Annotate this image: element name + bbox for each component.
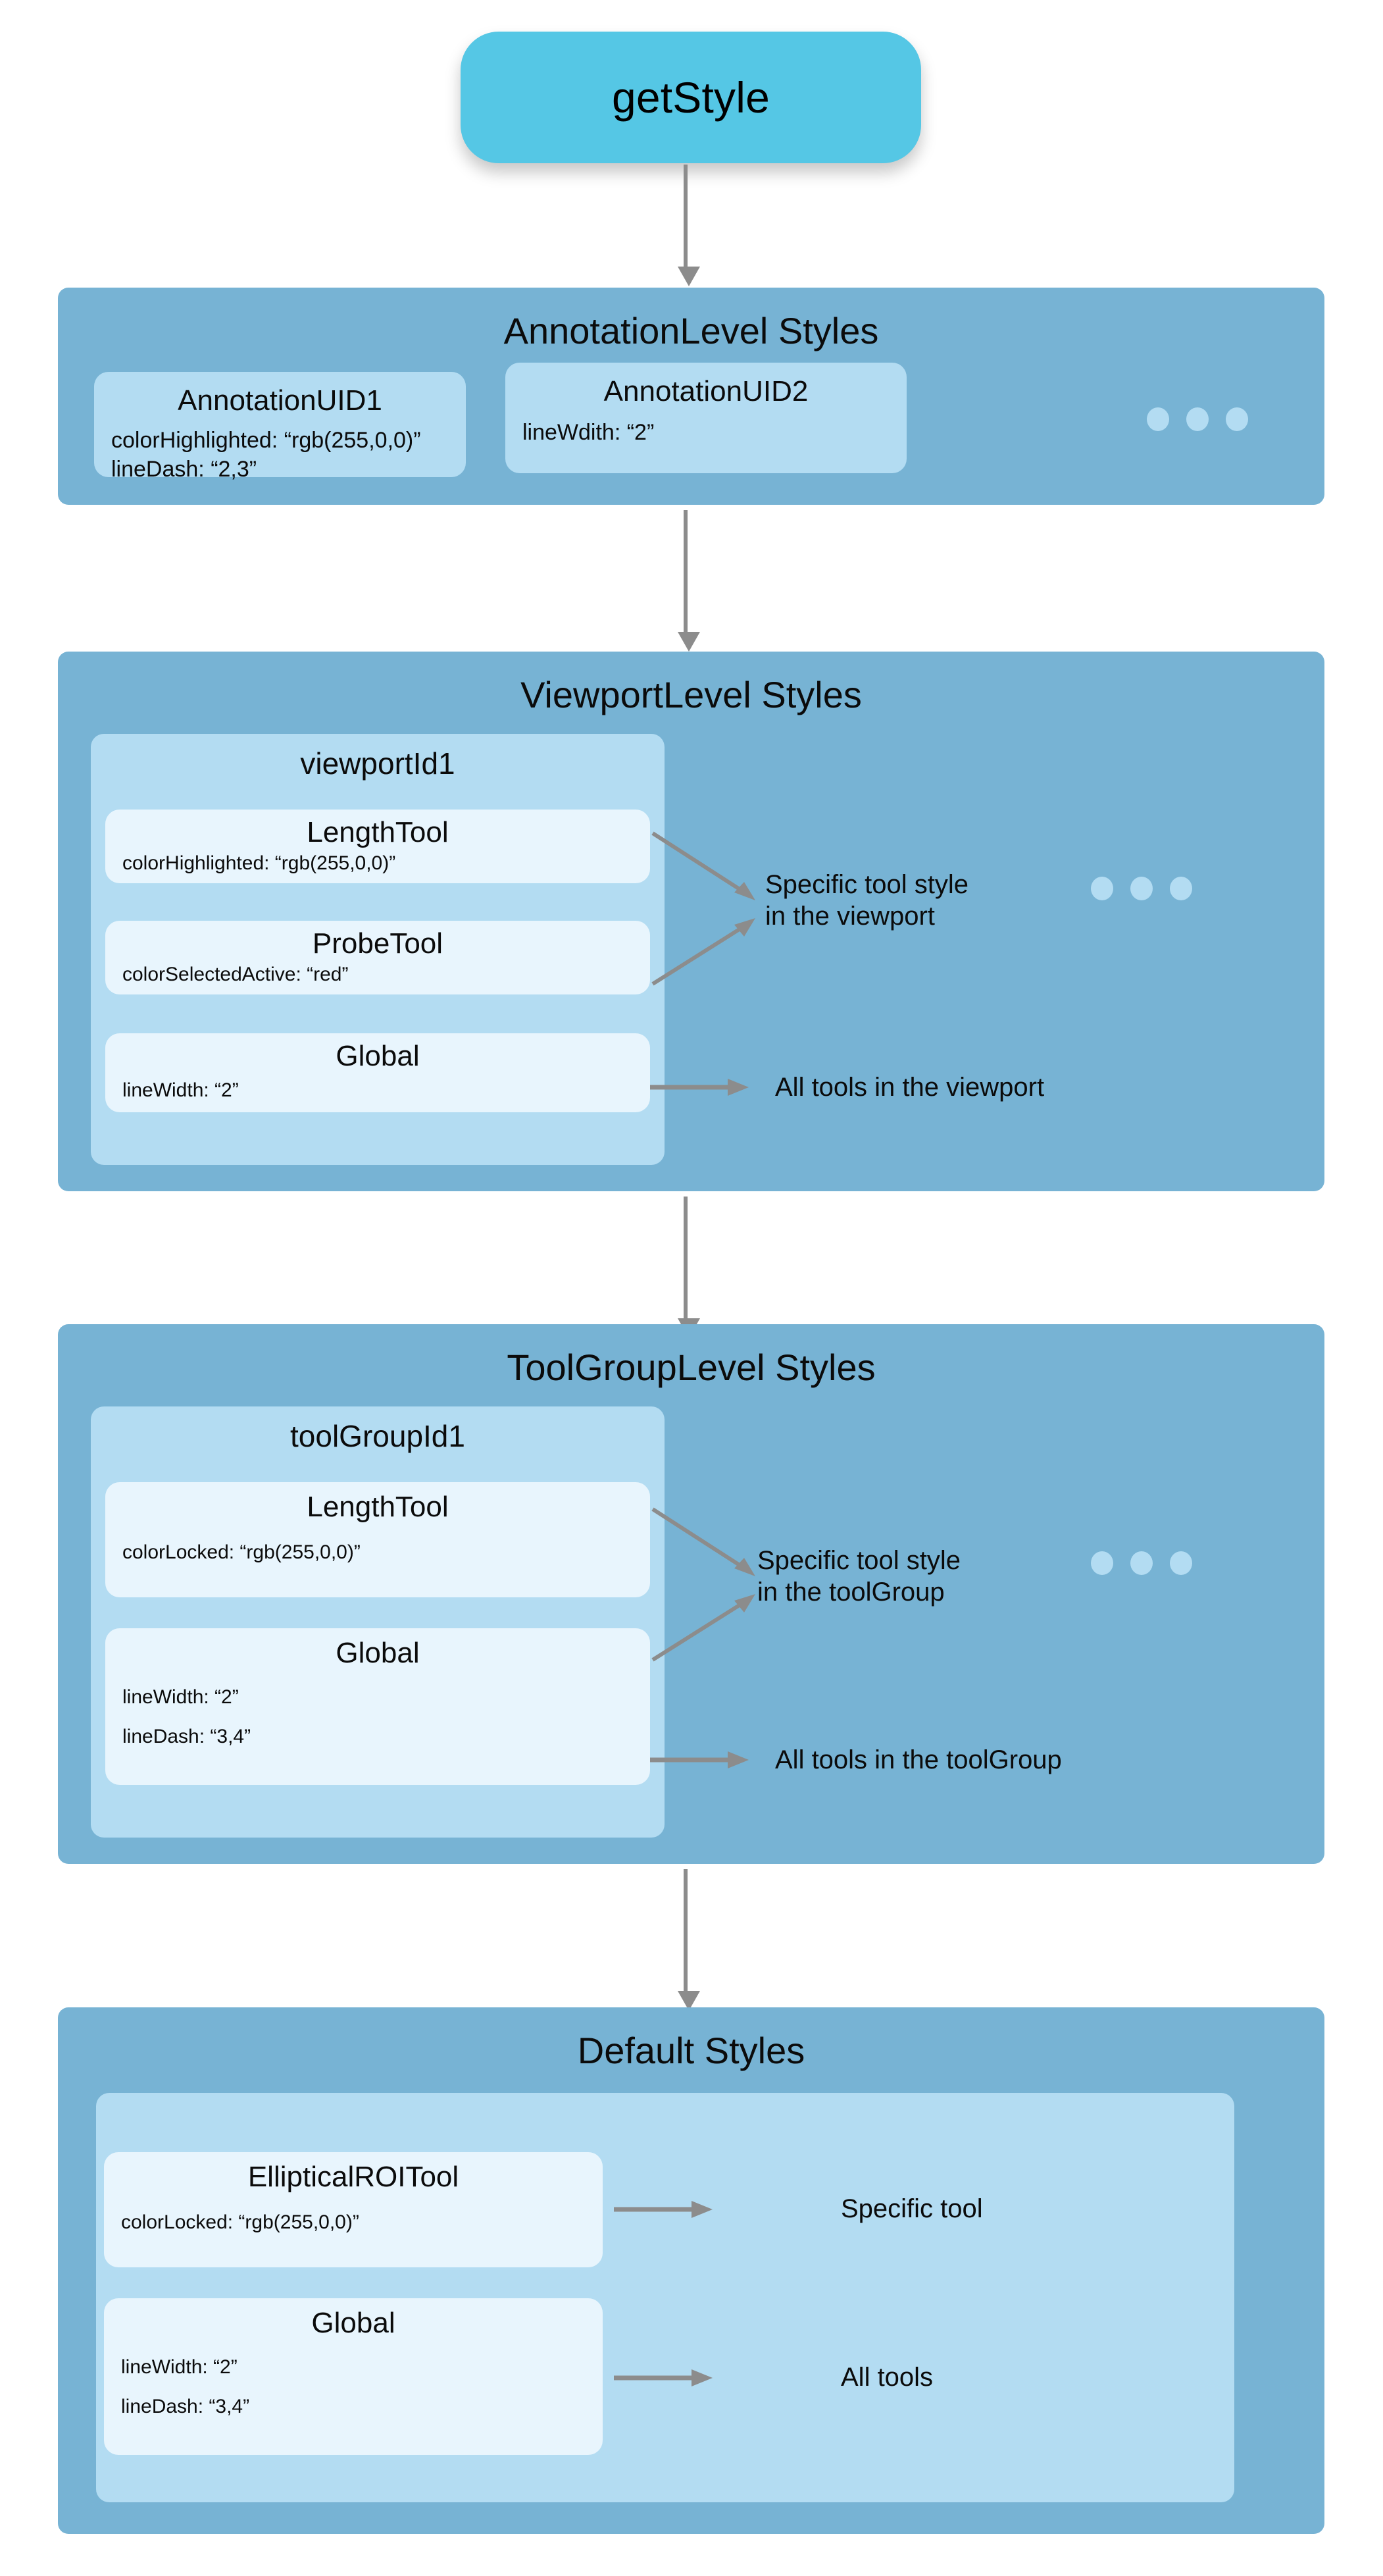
dot-icon bbox=[1170, 877, 1192, 900]
connector-arrow-1 bbox=[678, 165, 700, 286]
card-viewport-lengthtool[interactable]: LengthTool colorHighlighted: “rgb(255,0,… bbox=[105, 810, 650, 883]
side-arrow-viewport-global bbox=[650, 1076, 768, 1098]
dot-icon bbox=[1091, 1551, 1113, 1575]
dot-icon bbox=[1226, 407, 1248, 431]
card-title-global: Global bbox=[336, 1040, 420, 1072]
side-arrow-default-specific bbox=[614, 2198, 732, 2221]
group-title-viewportid1: viewportId1 bbox=[300, 746, 455, 781]
card-prop-colorhighlighted: colorHighlighted: “rgb(255,0,0)” bbox=[111, 428, 421, 453]
card-title-probetool: ProbeTool bbox=[312, 927, 443, 960]
ellipsis-dots-annotation-level bbox=[1147, 407, 1248, 431]
side-arrow-toolgroup-specific-lower bbox=[650, 1587, 775, 1666]
panel-annotation-level: AnnotationLevel Styles AnnotationUID1 co… bbox=[58, 288, 1324, 505]
group-viewportid1[interactable]: viewportId1 LengthTool colorHighlighted:… bbox=[91, 734, 665, 1165]
card-title-lengthtool: LengthTool bbox=[307, 816, 449, 848]
panel-title-toolgroup-level: ToolGroupLevel Styles bbox=[507, 1347, 876, 1388]
note-default-all-tools: All tools bbox=[841, 2363, 934, 2392]
card-prop-linedash: lineDash: “2,3” bbox=[111, 457, 257, 482]
card-prop-linewidth: lineWidth: “2” bbox=[122, 1079, 239, 1101]
note-toolgroup-all-tools: All tools in the toolGroup bbox=[775, 1745, 1062, 1774]
card-prop-linewidth: lineWidth: “2” bbox=[121, 2356, 238, 2378]
card-title-global: Global bbox=[336, 1637, 420, 1669]
card-prop-linewidth: lineWidth: “2” bbox=[122, 1686, 239, 1708]
card-prop-linedash: lineDash: “3,4” bbox=[122, 1726, 251, 1747]
group-title-toolgroupid1: toolGroupId1 bbox=[290, 1419, 465, 1453]
card-toolgroup-global[interactable]: Global lineWidth: “2” lineDash: “3,4” bbox=[105, 1628, 650, 1785]
card-default-ellipticalroitool[interactable]: EllipticalROITool colorLocked: “rgb(255,… bbox=[104, 2152, 603, 2267]
card-prop-colorhighlighted: colorHighlighted: “rgb(255,0,0)” bbox=[122, 852, 396, 874]
card-viewport-global[interactable]: Global lineWidth: “2” bbox=[105, 1033, 650, 1112]
getstyle-label: getStyle bbox=[611, 73, 770, 122]
dot-icon bbox=[1091, 877, 1113, 900]
panel-viewport-level: ViewportLevel Styles viewportId1 LengthT… bbox=[58, 652, 1324, 1191]
dot-icon bbox=[1147, 407, 1169, 431]
card-title-global: Global bbox=[311, 2307, 395, 2339]
card-prop-colorselectedactive: colorSelectedActive: “red” bbox=[122, 964, 349, 985]
note-viewport-specific-tool: Specific tool style in the viewport bbox=[765, 870, 969, 931]
card-title-ellipticalroitool: EllipticalROITool bbox=[247, 2161, 459, 2193]
connector-arrow-4 bbox=[678, 1869, 700, 2011]
dot-icon bbox=[1130, 1551, 1153, 1575]
card-prop-colorlocked: colorLocked: “rgb(255,0,0)” bbox=[121, 2211, 359, 2233]
card-default-global[interactable]: Global lineWidth: “2” lineDash: “3,4” bbox=[104, 2298, 603, 2455]
dot-icon bbox=[1130, 877, 1153, 900]
card-viewport-probetool[interactable]: ProbeTool colorSelectedActive: “red” bbox=[105, 921, 650, 994]
side-arrow-default-global bbox=[614, 2367, 732, 2389]
panel-title-annotation-level: AnnotationLevel Styles bbox=[503, 310, 879, 351]
group-default[interactable]: EllipticalROITool colorLocked: “rgb(255,… bbox=[96, 2093, 1234, 2502]
card-prop-linedash: lineDash: “3,4” bbox=[121, 2396, 250, 2417]
card-title-annotationuid1: AnnotationUID1 bbox=[178, 384, 382, 417]
side-arrow-viewport-specific-upper bbox=[650, 829, 775, 908]
note-toolgroup-specific-tool: Specific tool style in the toolGroup bbox=[757, 1546, 961, 1607]
panel-toolgroup-level: ToolGroupLevel Styles toolGroupId1 Lengt… bbox=[58, 1324, 1324, 1864]
connector-arrow-2 bbox=[678, 510, 700, 652]
card-prop-linewdith: lineWdith: “2” bbox=[522, 420, 655, 445]
card-toolgroup-lengthtool[interactable]: LengthTool colorLocked: “rgb(255,0,0)” bbox=[105, 1482, 650, 1597]
card-title-annotationuid2: AnnotationUID2 bbox=[603, 375, 809, 407]
note-default-specific-tool: Specific tool bbox=[841, 2194, 983, 2223]
ellipsis-dots-viewport-level bbox=[1091, 877, 1192, 900]
side-arrow-toolgroup-specific-upper bbox=[650, 1505, 775, 1584]
note-viewport-all-tools: All tools in the viewport bbox=[775, 1073, 1045, 1102]
getstyle-node[interactable]: getStyle bbox=[461, 32, 921, 163]
card-prop-colorlocked: colorLocked: “rgb(255,0,0)” bbox=[122, 1541, 361, 1563]
group-toolgroupid1[interactable]: toolGroupId1 LengthTool colorLocked: “rg… bbox=[91, 1406, 665, 1838]
panel-title-default-level: Default Styles bbox=[577, 2030, 805, 2071]
connector-arrow-3 bbox=[678, 1197, 700, 1338]
side-arrow-viewport-specific-lower bbox=[650, 912, 775, 991]
card-annotationuid2[interactable]: AnnotationUID2 lineWdith: “2” bbox=[505, 363, 907, 473]
dot-icon bbox=[1186, 407, 1209, 431]
side-arrow-toolgroup-global bbox=[650, 1749, 768, 1771]
card-annotationuid1[interactable]: AnnotationUID1 colorHighlighted: “rgb(25… bbox=[94, 372, 466, 482]
panel-title-viewport-level: ViewportLevel Styles bbox=[520, 674, 862, 715]
dot-icon bbox=[1170, 1551, 1192, 1575]
card-title-lengthtool: LengthTool bbox=[307, 1491, 449, 1523]
ellipsis-dots-toolgroup-level bbox=[1091, 1551, 1192, 1575]
panel-default-level: Default Styles EllipticalROITool colorLo… bbox=[58, 2007, 1324, 2534]
